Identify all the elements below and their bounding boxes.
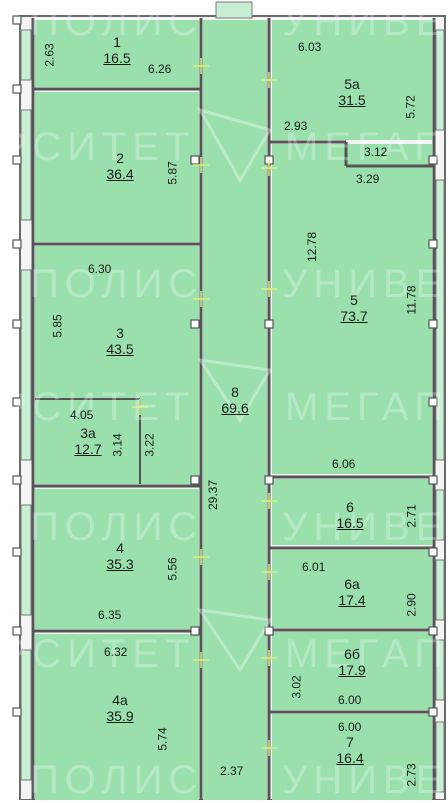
- room-7-name: 7: [346, 734, 354, 750]
- room-7-label: 7 16.4: [328, 734, 372, 766]
- room-2-fill: [35, 92, 199, 242]
- dim-r5-step-a: 3.12: [364, 145, 388, 159]
- room-8-name: 8: [231, 384, 239, 400]
- dim-r7-depth: 2.73: [404, 763, 419, 787]
- dim-r7-width: 6.00: [338, 720, 362, 734]
- dim-r6b-depth: 3.02: [289, 675, 304, 699]
- room-6-label: 6 16.5: [328, 499, 372, 531]
- watermark-text-9: ПОЛИС: [30, 505, 204, 549]
- dim-r3-width: 6.30: [88, 262, 112, 276]
- windows: [20, 1, 445, 793]
- room-6b-area: 17.9: [338, 662, 366, 678]
- dim-r4a-depth: 5.74: [155, 727, 170, 751]
- dim-r3a-depth-b: 3.22: [142, 433, 157, 457]
- room-7-area: 16.4: [336, 750, 364, 766]
- dim-r5a-depth: 5.72: [403, 95, 418, 119]
- room-3a-name: 3а: [80, 425, 96, 441]
- dim-r4a-width: 6.32: [104, 645, 128, 659]
- room-4-area: 35.3: [106, 556, 134, 572]
- watermark-text-1: ПОЛИС: [30, 0, 204, 44]
- room-5-area: 73.7: [340, 308, 368, 324]
- door-marks: [132, 58, 277, 756]
- room-6a-fill: [272, 550, 432, 628]
- watermark-logo: [196, 107, 273, 673]
- watermark-text-12: МЕГАПО: [285, 632, 448, 676]
- room-5-fill: [272, 144, 432, 474]
- room-2-area: 36.4: [106, 166, 134, 182]
- dim-corridor-width: 2.37: [220, 764, 244, 778]
- room-1-name: 1: [113, 34, 121, 50]
- room-6-area: 16.5: [336, 515, 364, 531]
- dim-r4-width: 6.35: [98, 608, 122, 622]
- dim-r6a-width: 6.01: [302, 560, 326, 574]
- room-3-label: 3 43.5: [98, 325, 142, 357]
- dim-r5-depth-a: 12.78: [305, 231, 320, 263]
- dim-r3-height: 5.85: [50, 314, 65, 338]
- watermark-text-8: МЕГАПО: [285, 385, 448, 429]
- room-3a-label: 3а 12.7: [66, 425, 110, 457]
- room-6a-area: 17.4: [338, 592, 366, 608]
- room-5-name: 5: [350, 292, 358, 308]
- dim-r5-step-b: 3.29: [356, 172, 380, 186]
- room-5a-name: 5а: [344, 76, 360, 92]
- room-5-label: 5 73.7: [332, 292, 376, 324]
- room-1-fill: [35, 20, 199, 87]
- room-6a-name: 6а: [344, 576, 360, 592]
- room-4-label: 4 35.3: [98, 540, 142, 572]
- room-4-fill: [35, 489, 199, 629]
- dim-r3a-width: 4.05: [70, 408, 94, 422]
- dim-r6b-width: 6.00: [338, 693, 362, 707]
- room-6b-label: 6б 17.9: [328, 646, 376, 678]
- room-6b-fill: [272, 632, 432, 710]
- room-3-area: 43.5: [106, 341, 134, 357]
- dim-r6-width: 6.06: [332, 457, 356, 471]
- dim-r4-depth: 5.56: [165, 557, 180, 581]
- corridor-fill: [203, 20, 267, 800]
- room-5a-label: 5а 31.5: [328, 76, 376, 108]
- room-3-fill: [35, 246, 199, 484]
- dim-r1-width: 6.26: [148, 62, 172, 76]
- watermark-text-4: МЕГАПО: [285, 125, 448, 169]
- watermark-text-5: ПОЛИС: [30, 262, 204, 306]
- dim-r5a-width: 6.03: [298, 40, 322, 54]
- dim-r6a-depth: 2.90: [404, 593, 419, 617]
- room-3-name: 3: [116, 325, 124, 341]
- dim-r6-depth: 2.71: [404, 504, 419, 528]
- room-6-fill: [272, 479, 432, 545]
- dim-r1-height: 2.63: [42, 43, 57, 67]
- room-4a-area: 35.9: [106, 708, 134, 724]
- room-8-label: 8 69.6: [213, 384, 257, 416]
- room-6b-name: 6б: [344, 646, 360, 662]
- dim-r2-depth: 5.87: [165, 161, 180, 185]
- watermark-text-7: РСИТЕТ: [0, 385, 196, 429]
- room-2-name: 2: [116, 150, 124, 166]
- room-6-name: 6: [346, 499, 354, 515]
- dim-r5a-step: 2.93: [284, 119, 308, 133]
- room-5a-fill: [272, 20, 432, 140]
- room-1-label: 1 16.5: [97, 34, 137, 66]
- room-6a-label: 6а 17.4: [328, 576, 376, 608]
- room-4a-name: 4а: [112, 692, 128, 708]
- watermark-text-13: ПОЛИС: [30, 758, 204, 802]
- room-7-fill: [272, 714, 432, 800]
- room-5a-area: 31.5: [338, 92, 366, 108]
- dim-r5-depth-b: 11.78: [404, 285, 419, 315]
- dim-corridor-length: 29.37: [206, 479, 221, 511]
- room-2-label: 2 36.4: [98, 150, 142, 182]
- room-4a-label: 4а 35.9: [96, 692, 144, 724]
- walls: [31, 18, 436, 800]
- watermark-text-11: РСИТЕТ: [0, 632, 196, 676]
- room-8-area: 69.6: [221, 400, 249, 416]
- dim-r3a-depth-a: 3.14: [110, 433, 125, 457]
- room-1-area: 16.5: [103, 50, 131, 66]
- room-4a-fill: [35, 634, 199, 800]
- room-4-name: 4: [116, 540, 124, 556]
- room-3a-area: 12.7: [74, 441, 102, 457]
- watermark-text-3: РСИТЕТ: [0, 125, 196, 169]
